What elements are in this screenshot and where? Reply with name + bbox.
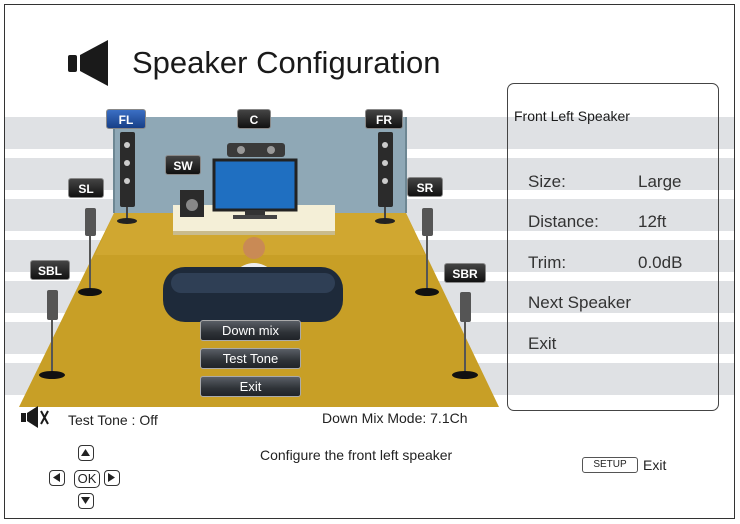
panel-exit-item[interactable]: Exit xyxy=(528,334,557,353)
setup-key-icon[interactable]: SETUP xyxy=(582,457,638,473)
setup-exit-label: Exit xyxy=(643,457,667,473)
trim-value: 0.0dB xyxy=(638,253,683,272)
right-arrow-icon[interactable] xyxy=(104,470,120,486)
speaker-tag-sbr[interactable]: SBR xyxy=(444,263,486,283)
test-tone-status: Test Tone : Off xyxy=(68,412,158,428)
speaker-tag-sl[interactable]: SL xyxy=(68,178,104,198)
size-label: Size: xyxy=(528,172,566,191)
distance-value: 12ft xyxy=(638,212,667,231)
down-mix-mode-status: Down Mix Mode: 7.1Ch xyxy=(322,410,468,426)
speaker-icon xyxy=(68,38,114,93)
muted-speaker-icon xyxy=(21,405,51,434)
down-mix-button[interactable]: Down mix xyxy=(200,320,301,341)
screen-frame: Speaker Configuration xyxy=(4,4,735,519)
trim-row[interactable]: Trim: 0.0dB xyxy=(528,253,704,273)
speaker-tag-sbl[interactable]: SBL xyxy=(30,260,70,280)
up-arrow-icon[interactable] xyxy=(78,445,94,461)
hint-text: Configure the front left speaker xyxy=(260,447,453,463)
test-tone-button[interactable]: Test Tone xyxy=(200,348,301,369)
distance-label: Distance: xyxy=(528,212,599,231)
size-row[interactable]: Size: Large xyxy=(528,172,704,192)
speaker-tag-sr[interactable]: SR xyxy=(407,177,443,197)
trim-label: Trim: xyxy=(528,253,567,272)
room-illustration xyxy=(5,105,505,415)
speaker-tag-c[interactable]: C xyxy=(237,109,271,129)
exit-button[interactable]: Exit xyxy=(200,376,301,397)
left-arrow-icon[interactable] xyxy=(49,470,65,486)
down-arrow-icon[interactable] xyxy=(78,493,94,509)
ok-button[interactable]: OK xyxy=(74,470,100,488)
speaker-tag-fr[interactable]: FR xyxy=(365,109,403,129)
speaker-tag-sw[interactable]: SW xyxy=(165,155,201,175)
page-title: Speaker Configuration xyxy=(132,45,441,80)
panel-title: Front Left Speaker xyxy=(514,108,630,124)
next-speaker-item[interactable]: Next Speaker xyxy=(528,293,631,312)
distance-row[interactable]: Distance: 12ft xyxy=(528,212,704,232)
speaker-settings-panel: Front Left Speaker Size: Large Distance:… xyxy=(507,83,719,411)
speaker-tag-fl[interactable]: FL xyxy=(106,109,146,129)
size-value: Large xyxy=(638,172,682,191)
